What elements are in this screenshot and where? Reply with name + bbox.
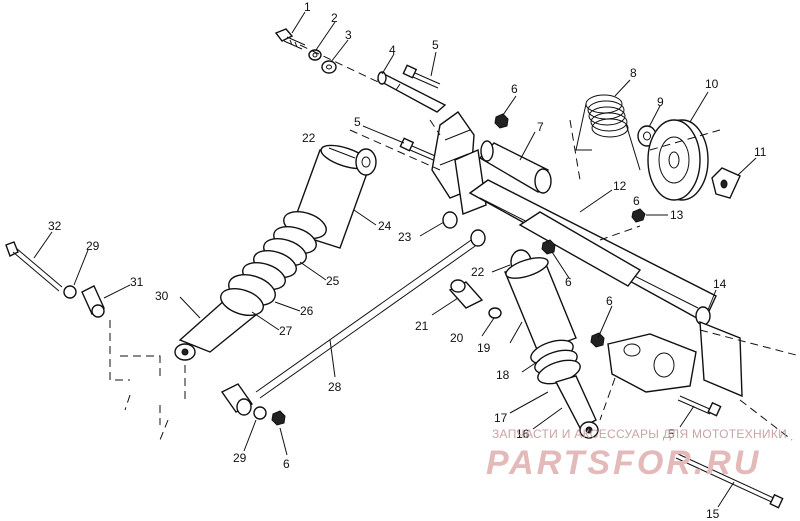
bushing-part-23-lower xyxy=(470,229,486,247)
callout-7: 7 xyxy=(537,120,544,134)
washer-part-29-upper xyxy=(63,285,77,299)
spacer-part-11 xyxy=(711,167,741,199)
callout-26: 26 xyxy=(300,304,314,318)
bolt-part-1 xyxy=(274,28,306,50)
bushing-part-21 xyxy=(448,279,484,309)
callout-10: 10 xyxy=(705,77,719,91)
washer-part-20 xyxy=(488,307,502,319)
bushing-part-31 xyxy=(81,285,105,318)
bolt-part-32 xyxy=(5,241,63,292)
bolt-part-5-upper xyxy=(402,64,441,89)
callout-11: 11 xyxy=(754,145,767,159)
callout-labels: 1 2 3 4 5 6 5 7 8 9 10 11 12 6 13 22 24 … xyxy=(48,0,767,521)
watermark-brand: PARTSFOR.RU xyxy=(486,444,761,482)
callout-22-second: 22 xyxy=(471,265,485,279)
callout-8: 8 xyxy=(630,66,637,80)
mount-bracket xyxy=(607,320,743,398)
torsion-spring-part-8 xyxy=(575,94,641,171)
callout-32: 32 xyxy=(48,219,62,233)
rear-shock-assembly xyxy=(174,144,377,361)
callout-15: 15 xyxy=(706,507,720,521)
bracket-assembly xyxy=(431,111,487,215)
callout-6-fourth: 6 xyxy=(565,275,572,289)
callout-6-sixth: 6 xyxy=(283,457,290,471)
front-shock-assembly xyxy=(504,249,599,439)
rod-part-28 xyxy=(255,237,479,399)
wheel-part-10 xyxy=(647,119,709,201)
arm-part-12 xyxy=(468,179,717,326)
callout-2: 2 xyxy=(331,11,338,25)
callout-1: 1 xyxy=(304,0,311,14)
callout-17: 17 xyxy=(494,411,508,425)
callout-25: 25 xyxy=(326,274,340,288)
washer-part-3 xyxy=(321,60,337,74)
nut-part-13 xyxy=(631,208,646,223)
callout-21: 21 xyxy=(415,319,429,333)
bolt-part-5-lower xyxy=(677,395,722,417)
nut-part-6-bracket xyxy=(590,332,605,348)
watermark-subtitle: ЗАПЧАСТИ И АКСЕССУАРЫ ДЛЯ МОТОТЕХНИКИ xyxy=(492,427,787,441)
nut-part-6-shock xyxy=(541,239,556,255)
callout-29-second: 29 xyxy=(233,451,247,465)
callout-16: 16 xyxy=(516,427,530,441)
washer-part-2 xyxy=(308,49,322,61)
callout-5-second: 5 xyxy=(354,115,361,129)
callout-29: 29 xyxy=(86,239,100,253)
callout-27: 27 xyxy=(279,324,293,338)
end-bushing-part-28 xyxy=(220,383,254,416)
callout-13: 13 xyxy=(670,208,684,222)
callout-12: 12 xyxy=(613,179,627,193)
callout-18: 18 xyxy=(496,368,510,382)
leader-lines xyxy=(33,11,757,508)
callout-6-third: 6 xyxy=(633,194,640,208)
installation-guide-lines xyxy=(109,44,797,441)
callout-22: 22 xyxy=(302,131,316,145)
callout-20: 20 xyxy=(450,331,464,345)
shaft-part-4 xyxy=(376,71,447,113)
callout-3: 3 xyxy=(345,28,352,42)
callout-5-third: 5 xyxy=(668,427,675,441)
callout-28: 28 xyxy=(328,380,342,394)
watermark: ЗАПЧАСТИ И АКСЕССУАРЫ ДЛЯ МОТОТЕХНИКИ PA… xyxy=(486,427,787,482)
callout-14: 14 xyxy=(713,277,727,291)
callout-24: 24 xyxy=(378,219,392,233)
nut-part-6-upper xyxy=(494,113,509,129)
long-bolt-part-15 xyxy=(675,453,784,509)
callout-23: 23 xyxy=(398,230,412,244)
bushing-part-23 xyxy=(442,211,458,229)
callout-30: 30 xyxy=(155,289,169,303)
callout-6: 6 xyxy=(511,82,518,96)
callout-31: 31 xyxy=(130,275,144,289)
washer-part-29-lower xyxy=(253,406,267,420)
callout-4: 4 xyxy=(389,43,396,57)
callout-5: 5 xyxy=(432,38,439,52)
callout-9: 9 xyxy=(657,95,664,109)
callout-19: 19 xyxy=(477,341,491,355)
callout-6-fifth: 6 xyxy=(606,294,613,308)
nut-part-6-lower xyxy=(271,410,286,426)
sleeve-part-7 xyxy=(478,140,552,194)
